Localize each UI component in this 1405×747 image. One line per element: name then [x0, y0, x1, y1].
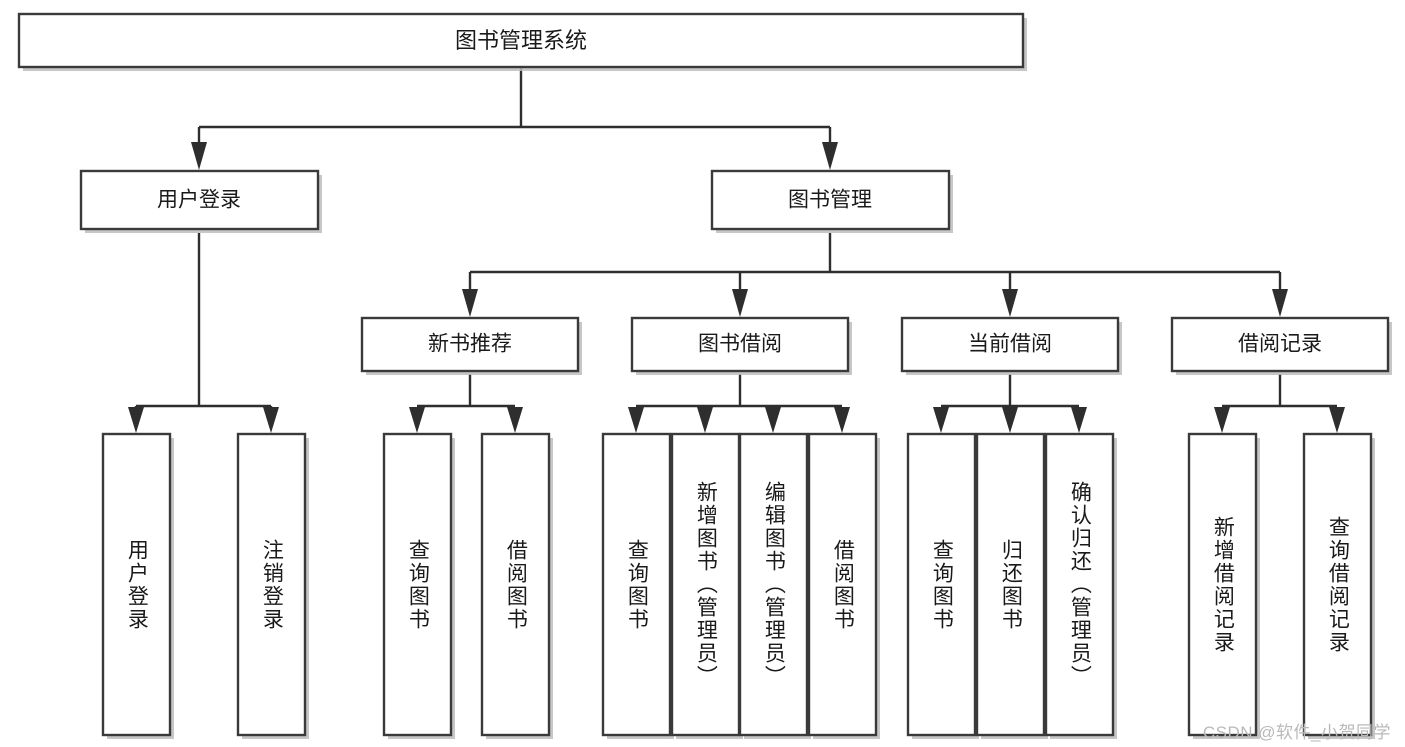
node-book-management[interactable]: 图书管理: [710, 169, 953, 233]
arrow-user-login-leaf-2: [263, 407, 279, 433]
leaf-box-borrow-record-1[interactable]: [1187, 432, 1258, 737]
book-management-box[interactable]: [710, 169, 951, 231]
user-login-box[interactable]: [79, 169, 320, 231]
arrow-to-new-book: [462, 289, 478, 317]
node-book-borrow[interactable]: 图书借阅: [630, 316, 852, 375]
arrow-root-to-book-mgmt: [822, 142, 838, 170]
arrow-current-borrow-leaf-2: [1002, 407, 1018, 433]
arrow-to-borrow-record: [1272, 289, 1288, 317]
connector-group-borrow-record: [1214, 374, 1345, 433]
leaf-box-new-book-1[interactable]: [382, 432, 453, 737]
book-management-label: 图书管理: [788, 189, 872, 212]
arrow-borrow-record-leaf-2: [1329, 407, 1345, 433]
arrow-borrow-record-leaf-1: [1214, 407, 1230, 433]
arrow-to-book-borrow: [732, 289, 748, 317]
leaf-box-borrow-record-2[interactable]: [1302, 432, 1373, 737]
arrow-current-borrow-leaf-1: [933, 407, 949, 433]
current-borrow-box[interactable]: [900, 316, 1120, 373]
arrow-root-to-user-login: [191, 142, 207, 170]
current-borrow-label: 当前借阅: [968, 333, 1052, 356]
root-label: 图书管理系统: [455, 28, 587, 53]
borrow-record-box[interactable]: [1170, 316, 1390, 373]
arrow-book-borrow-leaf-2: [697, 407, 713, 433]
leaf-box-new-book-2[interactable]: [480, 432, 551, 737]
node-user-login[interactable]: 用户登录: [79, 169, 322, 233]
leaf-boxes-borrow-record: [1187, 432, 1375, 739]
leaf-boxes-book-borrow: [601, 432, 880, 739]
csdn-watermark: CSDN @软件_小贺同学: [1202, 723, 1391, 742]
leaf-box-user-login-1[interactable]: [101, 432, 172, 737]
leaf-box-user-login-2[interactable]: [236, 432, 307, 737]
user-login-label: 用户登录: [157, 189, 241, 212]
leaf-boxes-current-borrow: [906, 432, 1117, 739]
connector-group-new-book: [409, 374, 523, 433]
arrow-user-login-leaf-1: [128, 407, 144, 433]
connector-group-book-borrow: [628, 374, 850, 433]
new-book-recommend-box[interactable]: [360, 316, 580, 373]
arrow-book-borrow-leaf-1: [628, 407, 644, 433]
leaf-box-book-borrow-4[interactable]: [807, 432, 878, 737]
connector-group-user-login: [128, 233, 279, 433]
new-book-recommend-label: 新书推荐: [428, 333, 512, 356]
leaf-box-book-borrow-2[interactable]: [670, 432, 741, 737]
node-borrow-record[interactable]: 借阅记录: [1170, 316, 1392, 375]
leaf-box-current-borrow-3[interactable]: [1044, 432, 1115, 737]
arrow-to-current-borrow: [1002, 289, 1018, 317]
leaf-boxes-new-book: [382, 432, 553, 739]
leaf-box-current-borrow-2[interactable]: [975, 432, 1046, 737]
leaf-box-book-borrow-3[interactable]: [738, 432, 809, 737]
book-borrow-label: 图书借阅: [698, 333, 782, 356]
arrow-new-book-leaf-2: [507, 407, 523, 433]
leaf-box-book-borrow-1[interactable]: [601, 432, 672, 737]
root-box[interactable]: [17, 12, 1025, 69]
book-borrow-box[interactable]: [630, 316, 850, 373]
leaf-box-current-borrow-1[interactable]: [906, 432, 977, 737]
connector-group-book-mgmt: [462, 233, 1288, 317]
connector-group-root: [191, 67, 838, 170]
arrow-book-borrow-leaf-4: [834, 407, 850, 433]
arrow-new-book-leaf-1: [409, 407, 425, 433]
connector-group-current-borrow: [933, 374, 1087, 433]
borrow-record-label: 借阅记录: [1238, 333, 1322, 356]
node-root[interactable]: 图书管理系统: [17, 12, 1027, 71]
arrow-book-borrow-leaf-3: [765, 407, 781, 433]
node-current-borrow[interactable]: 当前借阅: [900, 316, 1122, 375]
node-new-book-recommend[interactable]: 新书推荐: [360, 316, 582, 375]
arrow-current-borrow-leaf-3: [1071, 407, 1087, 433]
leaf-boxes-user-login: [101, 432, 309, 739]
